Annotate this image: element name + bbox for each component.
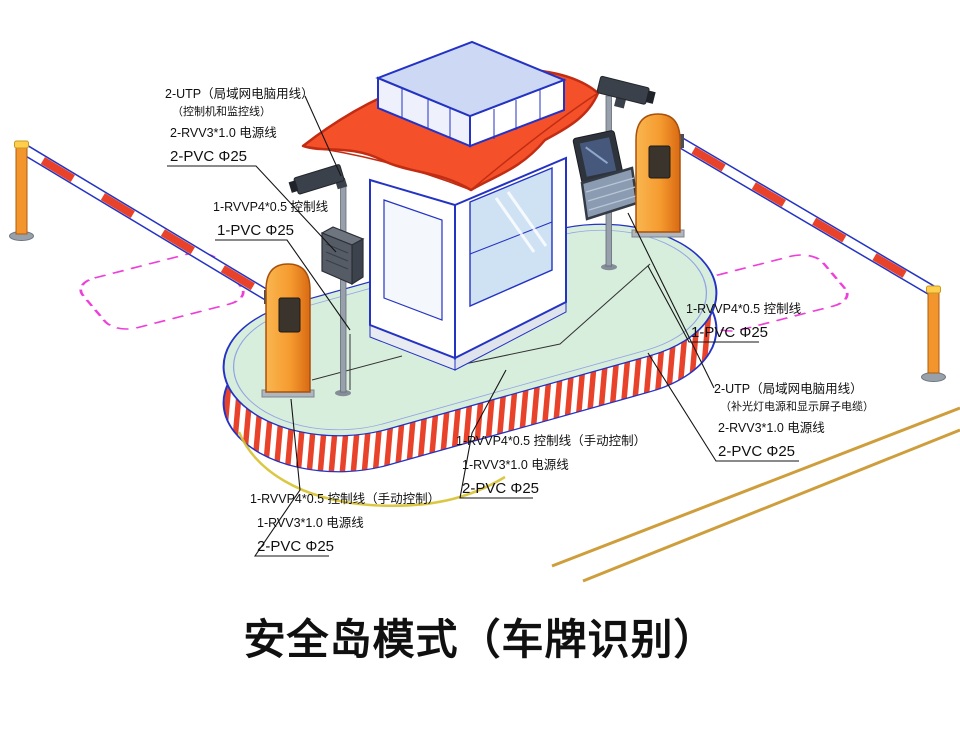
lpr-monitor: [572, 130, 624, 184]
label-line: 2-RVV3*1.0 电源线: [718, 421, 825, 435]
leader-line: [304, 95, 342, 177]
leader-line: [459, 369, 533, 499]
left-barrier-gate: [9, 140, 315, 398]
loop-outline: [79, 252, 245, 330]
label-line: 2-UTP（局域网电脑用线）: [165, 87, 314, 101]
label-line: 1-RVV3*1.0 电源线: [257, 516, 364, 530]
label-line: 2-RVV3*1.0 电源线: [170, 126, 277, 140]
pole: [340, 185, 347, 393]
label-display-right: 2-UTP（局域网电脑用线） （补光灯电源和显示屏子电缆） 2-RVV3*1.0…: [714, 382, 874, 460]
lane-line: [582, 428, 960, 583]
cable-conduits: [311, 263, 651, 390]
guard-booth: [369, 156, 567, 371]
left-arm-support-pole: [9, 140, 34, 241]
booth-door: [383, 199, 443, 321]
right-camera: [596, 75, 656, 109]
window-glare: [494, 191, 548, 253]
label-control-left: 1-RVVP4*0.5 控制线 1-PVC Φ25: [213, 200, 329, 239]
leader-line: [253, 398, 329, 557]
label-line: 1-PVC Φ25: [217, 222, 294, 239]
right-barrier-gate: [631, 113, 946, 382]
right-barrier-arm: [676, 137, 939, 297]
canopy-fold-left: [302, 145, 472, 191]
slab-louver-lines: [401, 88, 541, 139]
led-rows: [585, 177, 637, 211]
label-barrier-left: 1-RVVP4*0.5 控制线（手动控制） 1-RVV3*1.0 电源线 2-P…: [250, 492, 440, 555]
label-line: 2-PVC Φ25: [718, 443, 795, 460]
pole-base: [335, 389, 351, 397]
left-ground-loop: [79, 252, 245, 330]
label-line: 2-PVC Φ25: [257, 538, 334, 555]
loop-outline: [683, 254, 849, 332]
camera-lens-icon: [288, 180, 299, 193]
leader-line: [627, 212, 715, 389]
cabinet-panel: [648, 145, 671, 179]
leader-line: [215, 239, 351, 331]
label-line: 1-RVVP4*0.5 控制线: [213, 200, 329, 214]
label-barrier-center: 1-RVVP4*0.5 控制线（手动控制） 1-RVV3*1.0 电源线 2-P…: [456, 434, 646, 497]
label-camera-left: 2-UTP（局域网电脑用线） （控制机和监控线） 2-RVV3*1.0 电源线 …: [165, 87, 314, 165]
camera-mount: [614, 97, 626, 109]
leader-line: [647, 265, 759, 343]
left-camera: [288, 164, 348, 195]
cable-labels: 2-UTP（局域网电脑用线） （控制机和监控线） 2-RVV3*1.0 电源线 …: [165, 87, 874, 555]
roof-slab: [375, 40, 567, 148]
pole-control-box: [320, 226, 365, 286]
label-line: 1-PVC Φ25: [691, 324, 768, 341]
label-line: 2-PVC Φ25: [462, 480, 539, 497]
leader-line: [167, 165, 337, 253]
label-line: （补光灯电源和显示屏子电缆）: [720, 399, 874, 413]
right-arm-support-pole: [921, 285, 946, 382]
label-line: 1-RVV3*1.0 电源线: [462, 458, 569, 472]
label-line: 1-RVVP4*0.5 控制线: [686, 302, 802, 316]
right-camera-pole: [572, 75, 656, 271]
camera-lens-icon: [645, 90, 656, 104]
screen-glare: [585, 146, 609, 164]
island-curb-yellow-line: [237, 431, 506, 508]
left-barrier-arm: [21, 145, 272, 301]
lane-marking-lines: [551, 406, 960, 583]
slab-top-face: [375, 40, 567, 118]
pole-base: [601, 263, 617, 271]
lane-line: [551, 406, 960, 568]
label-line: 2-PVC Φ25: [170, 148, 247, 165]
right-ground-loop: [683, 254, 849, 332]
canopy-fold-right: [470, 92, 599, 191]
label-control-right: 1-RVVP4*0.5 控制线 1-PVC Φ25: [686, 302, 802, 341]
booth-window: [469, 166, 553, 308]
window-frame-line: [469, 221, 553, 255]
camera-body: [293, 164, 345, 195]
leader-lines: [167, 95, 799, 557]
leader-line: [647, 352, 799, 462]
cabinet-panel: [278, 297, 301, 333]
label-line: 1-RVVP4*0.5 控制线（手动控制）: [456, 434, 646, 448]
diagram-title: 安全岛模式（车牌识别）: [243, 616, 716, 663]
label-line: 1-RVVP4*0.5 控制线（手动控制）: [250, 492, 440, 506]
label-line: （控制机和监控线）: [172, 104, 271, 118]
left-camera-pole: [288, 164, 365, 397]
label-line: 2-UTP（局域网电脑用线）: [714, 382, 863, 396]
